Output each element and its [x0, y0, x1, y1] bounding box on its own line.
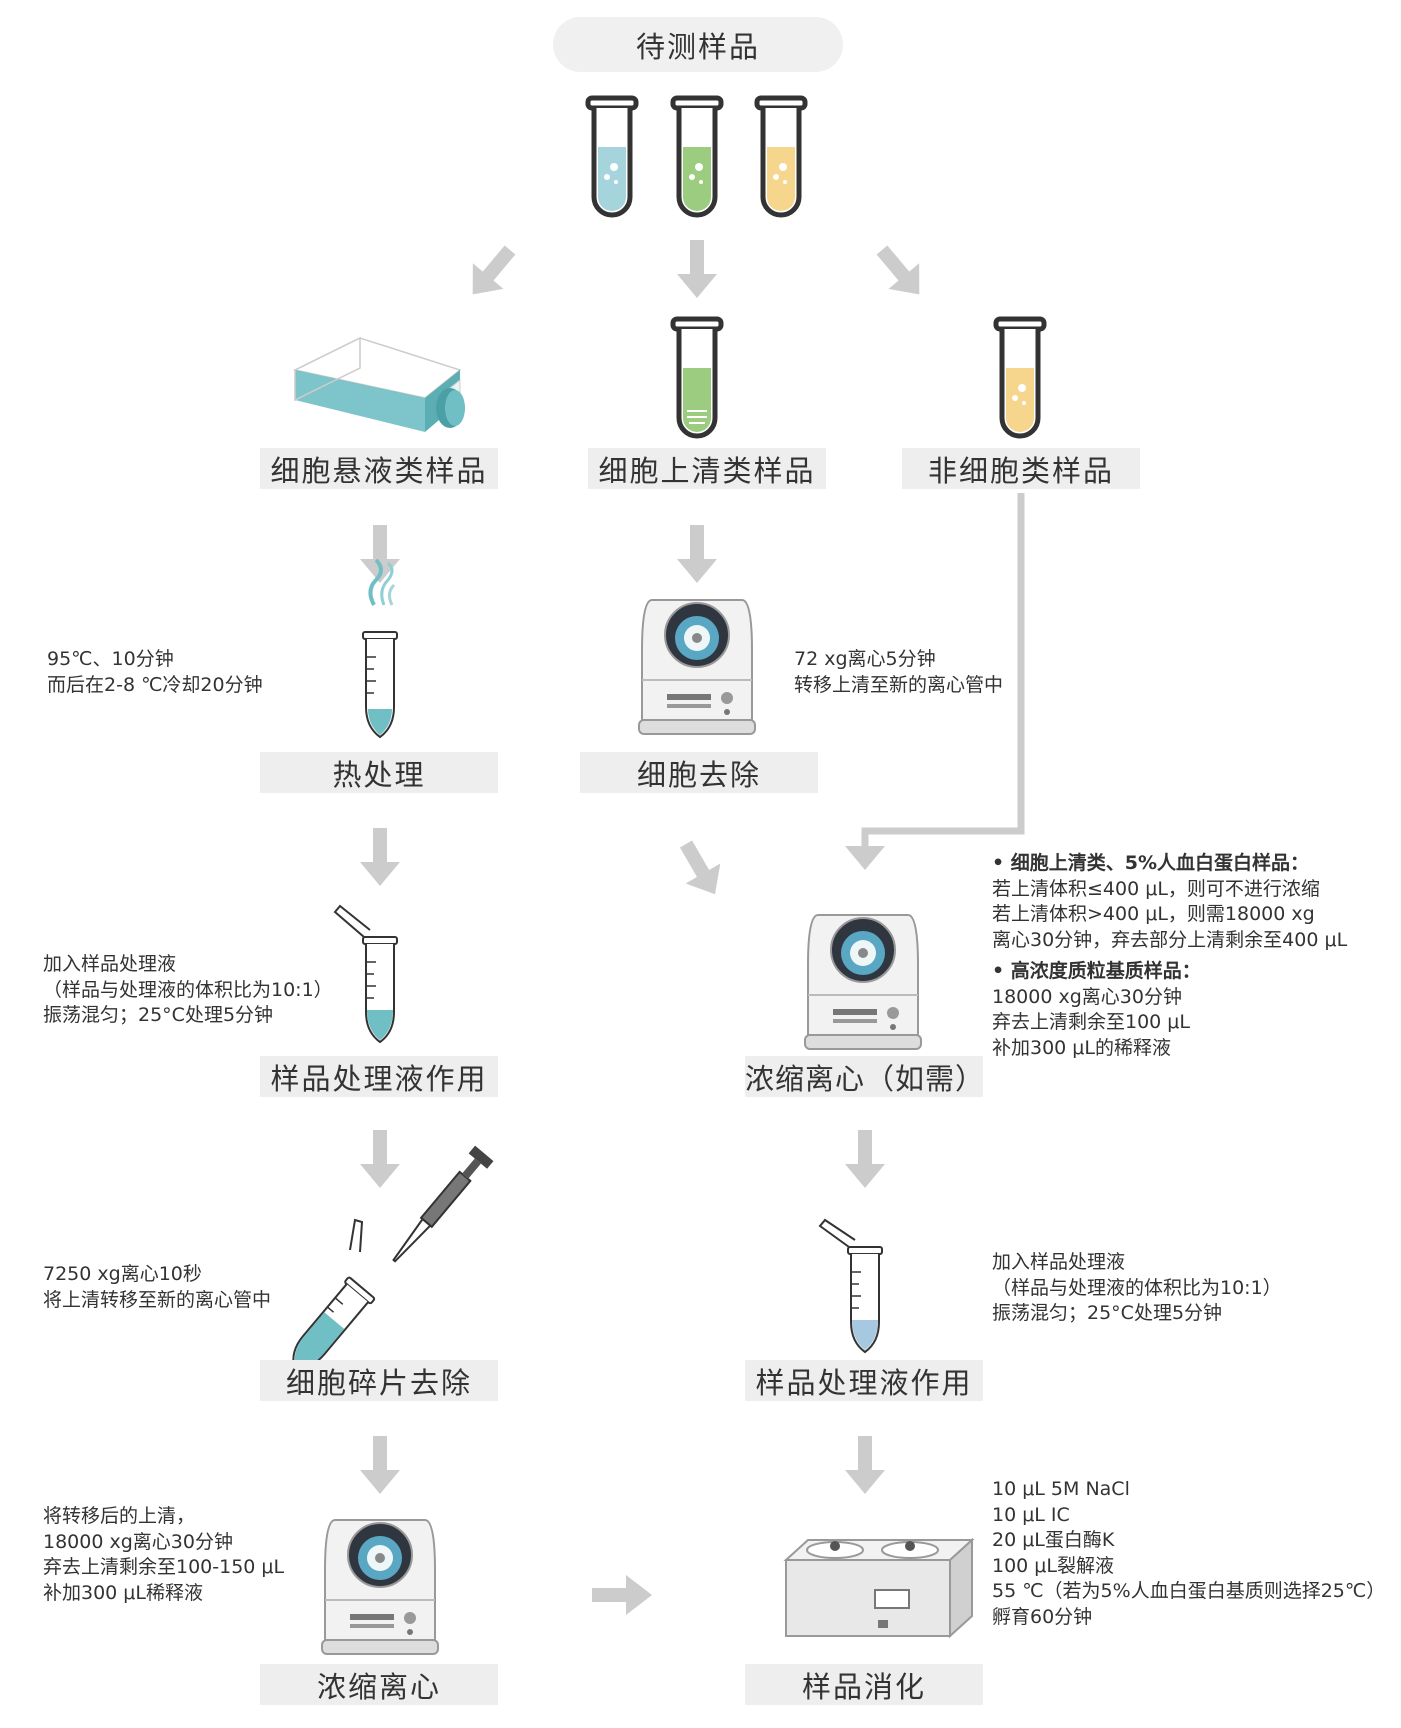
- water-bath-icon: [783, 1537, 975, 1639]
- heat-tube-icon: [362, 558, 398, 738]
- pipette-tube-icon: [280, 1145, 494, 1381]
- note-cell-removal-line: 转移上清至新的离心管中: [794, 673, 1004, 696]
- arrow-to-digestion: [845, 1436, 885, 1494]
- note-concentrate-left-line: 18000 xg离心30分钟: [43, 1530, 233, 1553]
- note-digestion-line: 孵育60分钟: [992, 1605, 1093, 1628]
- arrow-to-cell-removal: [677, 525, 717, 583]
- note-reagent-left-line: （样品与处理液的体积比为10:1）: [43, 978, 333, 1001]
- node-debris-removal: 细胞碎片去除: [260, 1360, 498, 1401]
- note-digestion: 10 μL 5M NaCl 10 μL IC 20 μL蛋白酶K 100 μL裂…: [992, 1477, 1385, 1630]
- note-concentrate-left-line: 补加300 μL稀释液: [43, 1581, 203, 1604]
- node-digestion: 样品消化: [745, 1664, 983, 1705]
- arrow-down-right: [866, 237, 935, 308]
- node-concentrate-optional: 浓缩离心（如需）: [745, 1056, 984, 1097]
- note-digestion-line: 100 μL裂解液: [992, 1554, 1114, 1577]
- reagent-tube-left-icon: [333, 904, 398, 1043]
- note-reagent-right-line: （样品与处理液的体积比为10:1）: [992, 1276, 1282, 1299]
- note-reagent-left: 加入样品处理液 （样品与处理液的体积比为10:1） 振荡混匀；25°C处理5分钟: [43, 952, 333, 1029]
- note-debris-line: 将上清转移至新的离心管中: [43, 1288, 272, 1311]
- node-cell-removal: 细胞去除: [580, 752, 818, 793]
- note-concentrate-line: 若上清体积>400 μL，则需18000 xg: [992, 903, 1315, 925]
- node-heat-treatment: 热处理: [260, 752, 498, 793]
- note-concentrate: 将转移后的上清， 18000 xg离心30分钟 弃去上清剩余至100-150 μ…: [43, 1504, 284, 1606]
- note-reagent-right: 加入样品处理液 （样品与处理液的体积比为10:1） 振荡混匀；25°C处理5分钟: [992, 1250, 1282, 1327]
- note-digestion-line: 20 μL蛋白酶K: [992, 1529, 1115, 1551]
- arrow-to-reagent-right: [845, 1130, 885, 1188]
- note-digestion-line: 10 μL 5M NaCl: [992, 1478, 1130, 1500]
- note-reagent-left-line: 加入样品处理液: [43, 953, 177, 975]
- note-cell-removal: 72 xg离心5分钟 转移上清至新的离心管中: [794, 647, 1003, 698]
- note-concentrate-optional: • 细胞上清类、5%人血白蛋白样品： 若上清体积≤400 μL，则可不进行浓缩 …: [992, 851, 1347, 1061]
- note-concentrate-line: 离心30分钟，弃去部分上清剩余至400 μL: [992, 928, 1348, 951]
- note-heat: 95℃、10分钟 而后在2-8 ℃冷却20分钟: [47, 647, 263, 698]
- note-concentrate-head: • 细胞上清类、5%人血白蛋白样品：: [992, 852, 1310, 874]
- note-heat-line: 而后在2-8 ℃冷却20分钟: [47, 673, 263, 696]
- test-tube-yellow-icon: [757, 98, 805, 215]
- note-heat-line: 95℃、10分钟: [47, 648, 174, 670]
- note-concentrate-left-line: 将转移后的上清，: [43, 1505, 196, 1527]
- note-digestion-line: 10 μL IC: [992, 1503, 1070, 1526]
- test-tube-blue-icon: [588, 98, 636, 215]
- centrifuge-concentrate-optional-icon: [804, 914, 922, 1050]
- arrow-to-reagent-left: [360, 828, 400, 886]
- note-cell-removal-line: 72 xg离心5分钟: [794, 648, 936, 670]
- non-cell-tube-icon: [996, 319, 1044, 436]
- cell-culture-flask-icon: [292, 336, 465, 432]
- note-concentrate-line: 18000 xg离心30分钟: [992, 985, 1182, 1008]
- node-sample-reagent-right: 样品处理液作用: [745, 1360, 983, 1401]
- supernatant-tube-icon: [673, 319, 721, 436]
- node-cell-suspension: 细胞悬液类样品: [260, 448, 498, 489]
- note-debris: 7250 xg离心10秒 将上清转移至新的离心管中: [43, 1262, 271, 1313]
- note-reagent-left-line: 振荡混匀；25°C处理5分钟: [43, 1004, 274, 1026]
- arrow-to-concentrate-diag: [668, 834, 733, 905]
- reagent-tube-right-icon: [818, 1218, 883, 1353]
- arrow-down-left: [457, 237, 526, 308]
- node-cell-supernatant: 细胞上清类样品: [588, 448, 826, 489]
- node-top-samples: 待测样品: [553, 17, 843, 72]
- connector-line-non-cell: [845, 493, 1025, 870]
- arrow-to-debris: [360, 1130, 400, 1188]
- note-reagent-right-line: 加入样品处理液: [992, 1251, 1126, 1273]
- note-concentrate-line: 弃去上清剩余至100 μL: [992, 1011, 1190, 1033]
- arrow-to-concentrate-left: [360, 1436, 400, 1494]
- centrifuge-concentrate-icon: [321, 1519, 439, 1655]
- arrow-right-to-digestion: [592, 1575, 652, 1615]
- note-concentrate-line: 若上清体积≤400 μL，则可不进行浓缩: [992, 877, 1320, 900]
- node-non-cell: 非细胞类样品: [902, 448, 1140, 489]
- centrifuge-cell-removal-icon: [638, 599, 756, 735]
- node-sample-reagent-left: 样品处理液作用: [260, 1056, 498, 1097]
- note-concentrate-head: • 高浓度质粒基质样品：: [992, 960, 1201, 982]
- note-concentrate-line: 补加300 μL的稀释液: [992, 1036, 1171, 1059]
- test-tube-green-icon: [673, 98, 721, 215]
- note-concentrate-left-line: 弃去上清剩余至100-150 μL: [43, 1556, 285, 1578]
- node-concentrate: 浓缩离心: [260, 1664, 498, 1705]
- note-reagent-right-line: 振荡混匀；25°C处理5分钟: [992, 1302, 1223, 1324]
- arrow-down-center: [677, 240, 717, 298]
- note-debris-line: 7250 xg离心10秒: [43, 1263, 202, 1285]
- note-digestion-line: 55 ℃（若为5%人血白蛋白基质则选择25℃）: [992, 1580, 1386, 1602]
